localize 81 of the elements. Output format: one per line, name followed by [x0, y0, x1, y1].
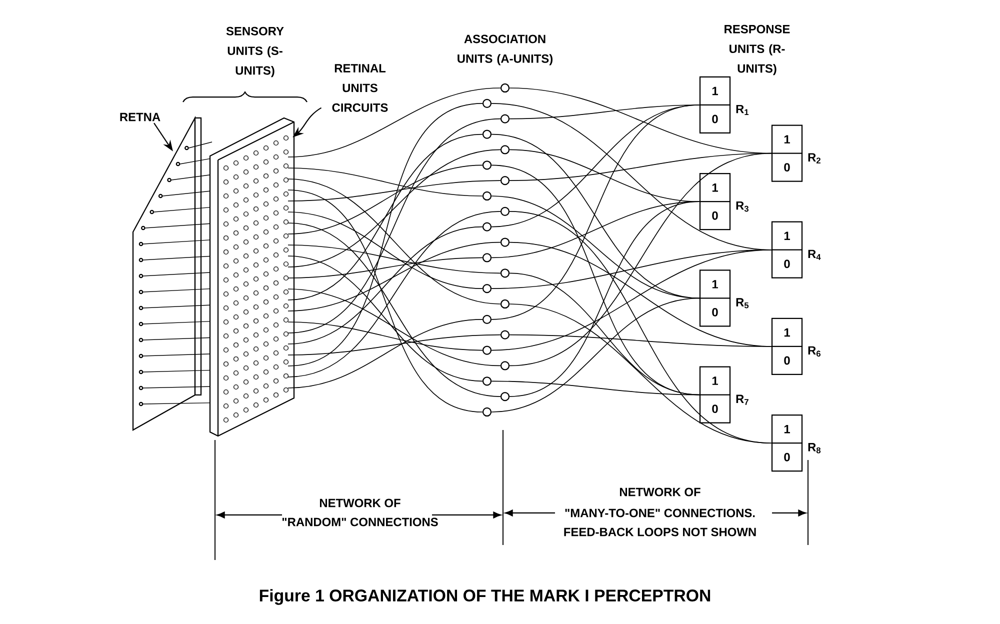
wire: [288, 256, 483, 382]
association-unit: [500, 145, 510, 154]
association-unit: [500, 268, 510, 278]
unit-label: R$_{3}$: [736, 201, 748, 212]
association-unit: [500, 238, 510, 247]
unit-label: R$_{1}$: [736, 104, 749, 116]
association-unit: [482, 253, 492, 262]
response-unit-box: 1 0: [699, 366, 731, 424]
association-unit: [482, 191, 492, 201]
association-unit: [500, 392, 510, 402]
wire: [288, 211, 501, 378]
dimension-label: NETWORK OF: [318, 497, 402, 509]
wire: [288, 244, 501, 274]
wire: [491, 380, 700, 396]
response-unit-box: 1 0: [699, 270, 731, 327]
wire: [288, 164, 483, 234]
association-unit: [500, 176, 510, 186]
wire: [288, 242, 501, 312]
association-unit: [482, 284, 492, 294]
wire: [509, 334, 772, 347]
association-unit: [500, 206, 510, 216]
association-unit: [482, 130, 492, 139]
association-unit: [482, 222, 492, 232]
wire: [491, 104, 700, 320]
response-unit-box: 1 0: [771, 124, 803, 182]
wire: [288, 149, 501, 268]
association-unit: [500, 83, 510, 93]
wire: [288, 88, 501, 158]
dimension-label: "MANY-TO-ONE" CONNECTIONS.: [563, 507, 757, 519]
dimension-label: NETWORK OF: [618, 486, 702, 498]
wire: [288, 168, 483, 196]
association-unit: [482, 98, 492, 108]
response-unit-box: 1 0: [699, 76, 731, 134]
wire: [288, 257, 483, 278]
unit-label: R$_{5}$: [736, 298, 749, 308]
association-unit: [500, 361, 510, 370]
wire: [288, 334, 501, 356]
association-unit: [500, 114, 510, 124]
unit-label: R$_{4}$: [808, 250, 821, 260]
association-unit: [500, 299, 510, 309]
wire: [288, 319, 483, 388]
unit-label: R$_{2}$: [808, 153, 820, 164]
wire: [288, 226, 483, 344]
caption: Figure 1 ORGANIZATION OF THE MARK I PERCEPTRON: [260, 589, 710, 605]
association-unit: [482, 407, 492, 417]
wire: [288, 222, 501, 397]
wire: [288, 322, 483, 351]
wire: [491, 298, 700, 412]
wire: [491, 196, 700, 299]
part-label: RETNA: [120, 112, 160, 122]
wire: [288, 103, 483, 366]
unit-label: R$_{8}$: [808, 442, 821, 454]
response-unit-box: 1 0: [771, 221, 803, 278]
association-unit: [482, 160, 492, 170]
wire: [288, 212, 483, 289]
wire: [288, 134, 483, 300]
dimension-label: "RANDOM" CONNECTIONS: [280, 516, 440, 528]
wire: [288, 178, 501, 304]
wire: [288, 180, 501, 202]
dimension-label: FEED-BACK LOOPS NOT SHOWN: [562, 526, 758, 538]
association-unit: [482, 314, 492, 324]
association-unit: [482, 346, 492, 355]
wire: [509, 152, 772, 366]
wire: [509, 201, 700, 397]
heading: RESPONSE UNITS (R-UNITS): [724, 24, 790, 76]
unit-label: R$_{7}$: [736, 394, 748, 405]
sensory-unit-plate: [209, 117, 295, 437]
unit-label: R$_{6}$: [808, 346, 820, 357]
association-unit: [482, 376, 492, 386]
response-unit-box: 1 0: [771, 318, 803, 376]
response-unit-box: 1 0: [699, 173, 731, 230]
wire: [491, 249, 772, 351]
heading: SENSORY UNITS (S-UNITS): [226, 26, 284, 78]
wire: [509, 304, 772, 444]
wire: [288, 190, 483, 412]
wire: [288, 118, 501, 334]
response-unit-box: 1 0: [771, 414, 803, 472]
part-label: RETINAL UNITS CIRCUITS: [332, 64, 388, 112]
association-unit: [500, 330, 510, 340]
heading: ASSOCIATION UNITS (A-UNITS): [458, 34, 553, 66]
wire: [288, 288, 501, 366]
